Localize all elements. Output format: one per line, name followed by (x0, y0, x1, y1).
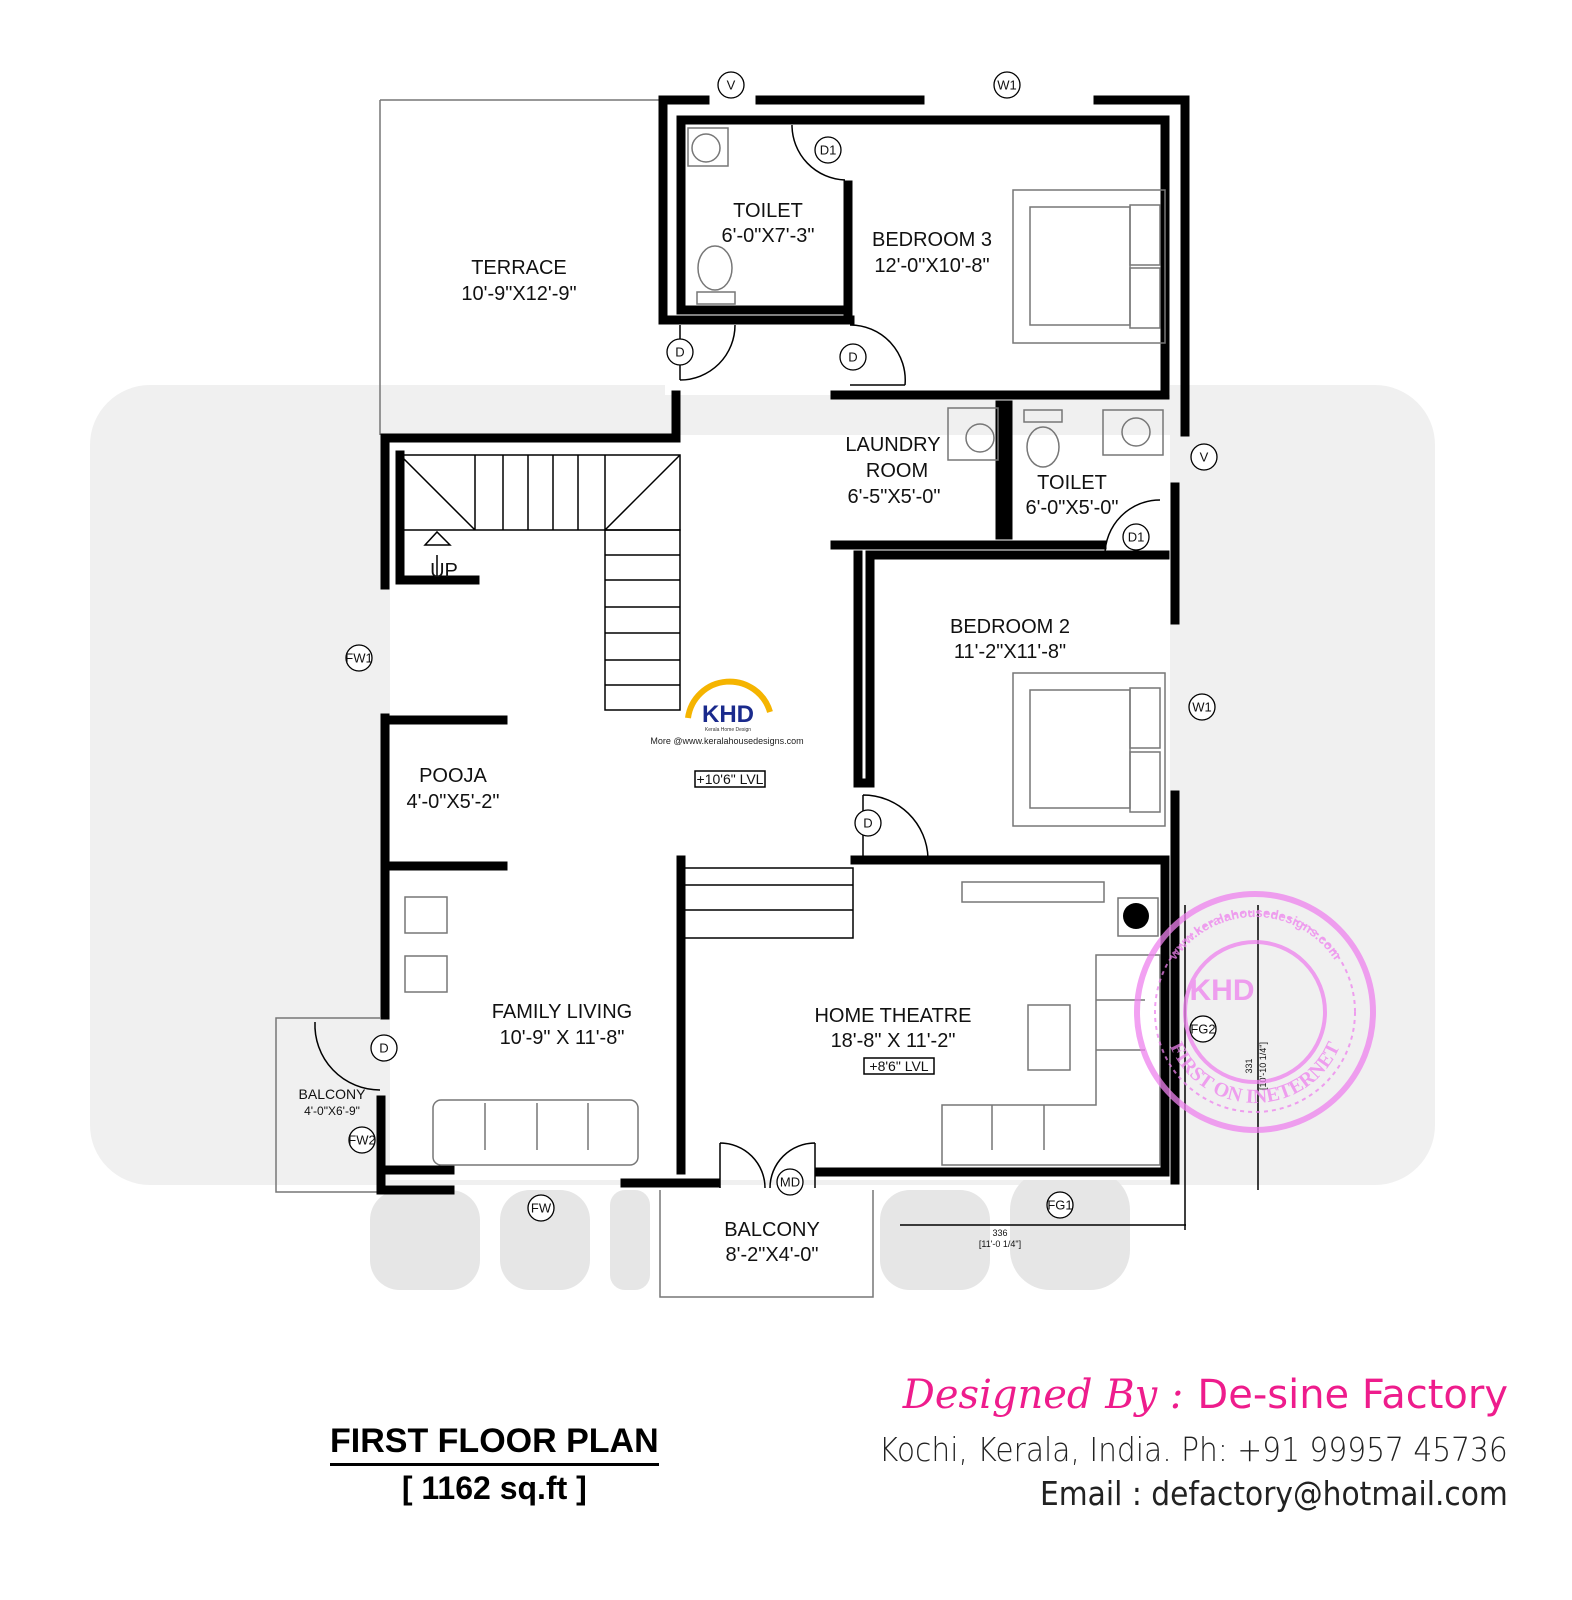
tag-circle (348, 1126, 376, 1154)
svg-text:KHD: KHD (1190, 974, 1255, 1007)
speaker-icon (1123, 903, 1149, 929)
dimension-bottom-ft: [11'-0 1/4"] (979, 1239, 1021, 1249)
dimension-lines (900, 905, 1259, 1230)
opening-tag: D1 (820, 143, 837, 158)
svg-text:BEDROOM 3: BEDROOM 3 (872, 229, 992, 251)
tag-circle (993, 71, 1021, 99)
tag-circle (1122, 523, 1150, 551)
svg-text:6'-0"X5'-0": 6'-0"X5'-0" (1026, 497, 1119, 519)
opening-tag: MD (780, 1175, 800, 1190)
opening-tag: V (1200, 450, 1209, 465)
opening-tag: D1 (1128, 530, 1145, 545)
svg-text:10'-9" X 11'-8": 10'-9" X 11'-8" (500, 1027, 625, 1049)
svg-text:10'-9"X12'-9": 10'-9"X12'-9" (461, 283, 576, 305)
opening-tag: D (675, 345, 684, 360)
speaker (1117, 897, 1159, 937)
dimension-right: 331 (1244, 1058, 1254, 1073)
svg-text:TOILET: TOILET (733, 200, 803, 222)
staircase (399, 454, 854, 939)
opening-tag: D (379, 1041, 388, 1056)
tag-circle (370, 1034, 398, 1062)
svg-text:4'-0"X6'-9": 4'-0"X6'-9" (304, 1104, 360, 1118)
tag-circle (839, 343, 867, 371)
opening-tag: FG1 (1047, 1198, 1072, 1213)
svg-text:HOME THEATRE: HOME THEATRE (814, 1005, 971, 1027)
svg-text:TOILET: TOILET (1037, 472, 1107, 494)
stairs-up-label: UP (430, 560, 458, 582)
tag-circle (717, 71, 745, 99)
svg-text:+10'6" LVL: +10'6" LVL (697, 771, 764, 787)
opening-tag: D (848, 350, 857, 365)
svg-text:FAMILY LIVING: FAMILY LIVING (492, 1001, 632, 1023)
svg-text:BALCONY: BALCONY (724, 1219, 820, 1241)
opening-tag: W1 (997, 78, 1017, 93)
doors (314, 124, 1161, 1189)
opening-tag: V (727, 78, 736, 93)
tag-circle (854, 809, 882, 837)
opening-tag: FW2 (348, 1133, 375, 1148)
svg-text:BEDROOM 2: BEDROOM 2 (950, 616, 1070, 638)
designed-by-label: Designed By : (902, 1372, 1184, 1418)
firm-email: Email : defactory@hotmail.com (1040, 1474, 1508, 1513)
svg-text:ROOM: ROOM (866, 460, 928, 482)
watermark-lettering (370, 1170, 1130, 1290)
furniture (404, 127, 1166, 1166)
tag-circle (814, 136, 842, 164)
svg-text:4'-0"X5'-2": 4'-0"X5'-2" (407, 791, 500, 813)
svg-text:12'-0"X10'-8": 12'-0"X10'-8" (874, 255, 989, 277)
dimension-bottom: 336 (992, 1228, 1007, 1238)
opening-tag: FW1 (345, 651, 372, 666)
firm-name: De-sine Factory (1197, 1372, 1508, 1418)
svg-text:LAUNDRY: LAUNDRY (845, 434, 940, 456)
svg-text:6'-5"X5'-0": 6'-5"X5'-0" (848, 486, 941, 508)
designer-line: Designed By : De-sine Factory (903, 1372, 1508, 1418)
firm-address: Kochi, Kerala, India. Ph: +91 99957 4573… (879, 1430, 1508, 1469)
khd-logo: KHD Kerala Home Design More @www.keralah… (650, 678, 804, 746)
svg-text:TERRACE: TERRACE (471, 257, 567, 279)
tag-circle (1189, 1015, 1217, 1043)
tag-circle (666, 338, 694, 366)
room-labels: TERRACE 10'-9"X12'-9" TOILET 6'-0"X7'-3"… (299, 200, 1119, 1266)
svg-text:More @www.keralahousedesigns.c: More @www.keralahousedesigns.com (650, 736, 803, 746)
opening-tag: W1 (1192, 700, 1212, 715)
svg-text:POOJA: POOJA (419, 765, 487, 787)
svg-text:BALCONY: BALCONY (299, 1086, 367, 1102)
svg-text:18'-8" X 11'-2": 18'-8" X 11'-2" (831, 1030, 956, 1052)
opening-tag: FG2 (1190, 1022, 1215, 1037)
tag-circle (527, 1194, 555, 1222)
tag-circle (776, 1168, 804, 1196)
title-block: FIRST FLOOR PLAN [ 1162 sq.ft ] (330, 1422, 659, 1507)
svg-text:8'-2"X4'-0": 8'-2"X4'-0" (726, 1244, 819, 1266)
svg-text:+8'6" LVL: +8'6" LVL (869, 1058, 928, 1074)
svg-text:KHD: KHD (702, 701, 754, 728)
opening-tag: D (863, 816, 872, 831)
tag-circle (345, 644, 373, 672)
svg-text:6'-0"X7'-3": 6'-0"X7'-3" (722, 225, 815, 247)
opening-tag: FW (531, 1201, 552, 1216)
svg-text:11'-2"X11'-8": 11'-2"X11'-8" (954, 641, 1066, 663)
dimension-right-ft: [10'-10 1/4"] (1258, 1042, 1268, 1090)
tag-circle (1188, 693, 1216, 721)
plan-title: FIRST FLOOR PLAN (330, 1422, 659, 1466)
tag-circle (1190, 443, 1218, 471)
plan-area: [ 1162 sq.ft ] (401, 1470, 587, 1506)
svg-text:Kerala Home Design: Kerala Home Design (705, 727, 751, 733)
tag-circle (1046, 1191, 1074, 1219)
